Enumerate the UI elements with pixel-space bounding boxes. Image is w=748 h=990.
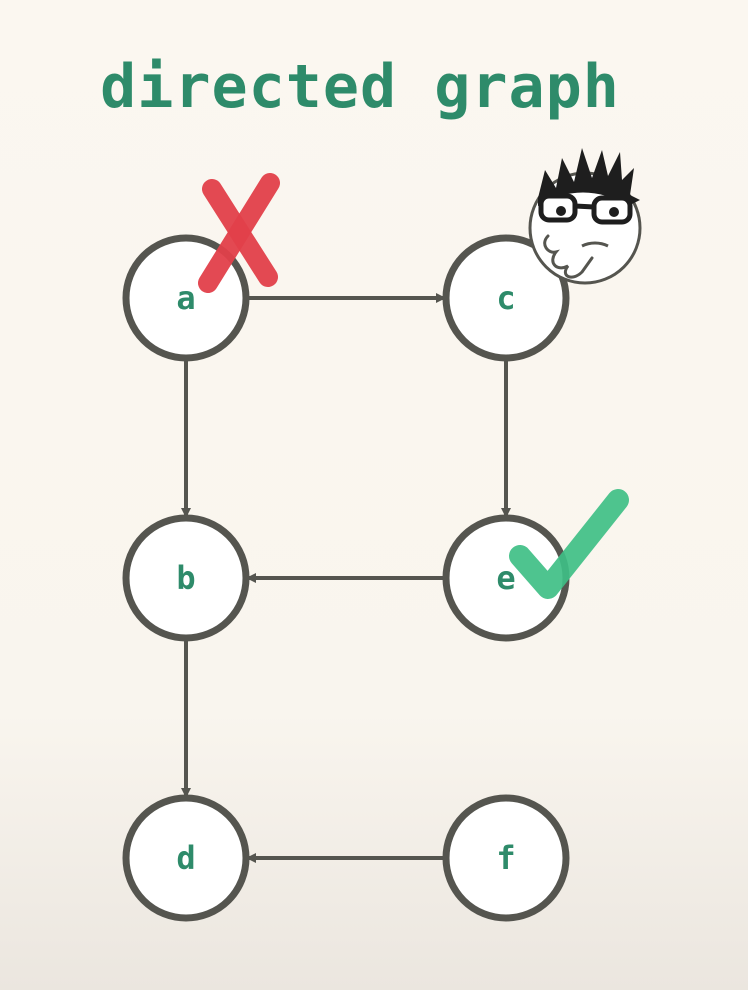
check-icon [509, 489, 629, 599]
node-circle [442, 234, 570, 362]
node-label: d [176, 839, 195, 877]
diagram-title: directed graph [100, 52, 620, 122]
node-label: b [176, 559, 195, 597]
node-circle [442, 794, 570, 922]
node-label: a [176, 279, 195, 317]
node-b: b [122, 514, 250, 642]
thinking-face-icon [528, 148, 642, 285]
node-d: d [122, 794, 250, 922]
node-circle [122, 514, 250, 642]
node-label: e [496, 559, 515, 597]
node-circle [122, 794, 250, 922]
nodes-layer: a c b e d f [122, 234, 570, 922]
marks-layer [198, 173, 629, 599]
edges-layer [181, 293, 511, 863]
node-label: f [496, 839, 515, 877]
node-label: c [496, 279, 515, 317]
cross-icon [198, 173, 280, 293]
node-c: c [442, 234, 570, 362]
node-f: f [442, 794, 570, 922]
